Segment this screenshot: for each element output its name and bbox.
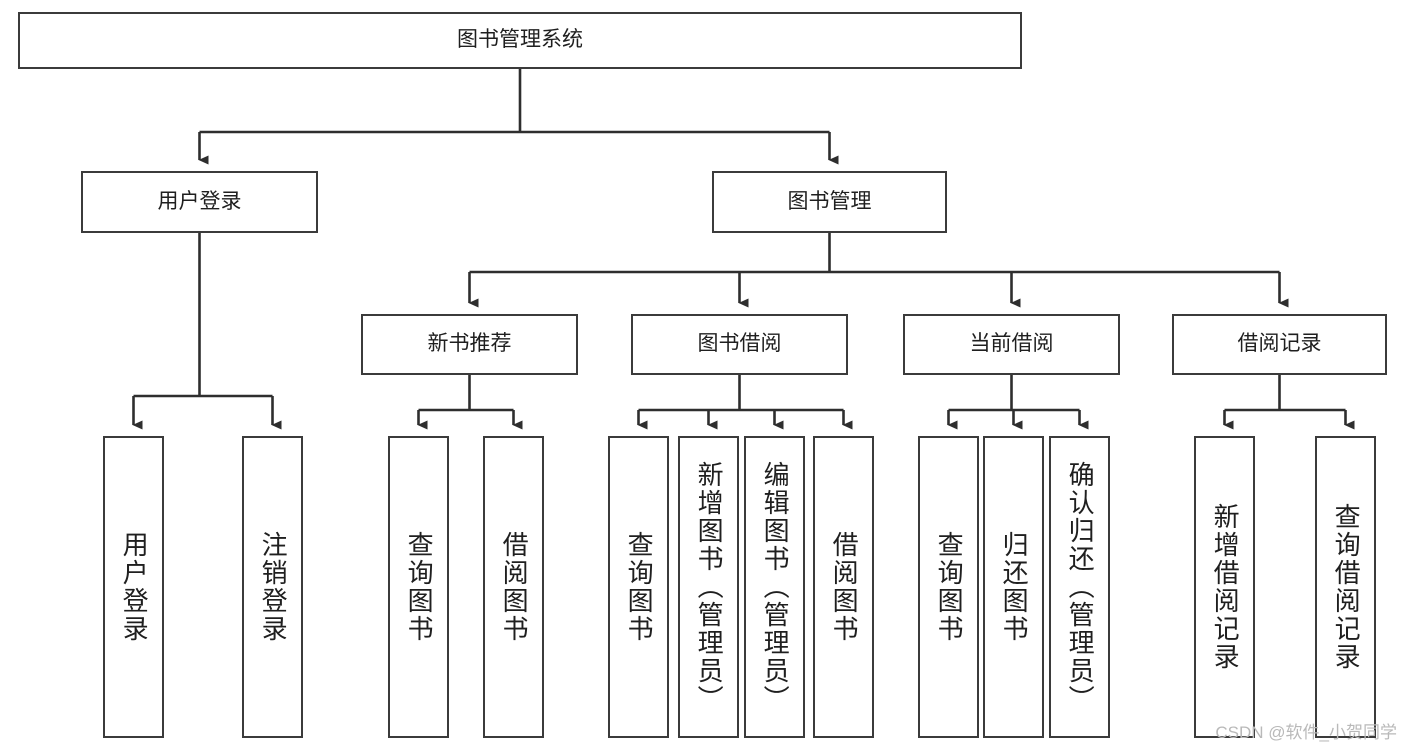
watermark-text: CSDN @软件_小贺同学 <box>1215 723 1397 742</box>
node-label-bb-borrow-book: 借阅图书 <box>829 531 860 643</box>
node-cb-return-book[interactable]: 归还图书 <box>983 436 1044 738</box>
node-label-current-borrow: 当前借阅 <box>969 332 1054 356</box>
node-user-login[interactable]: 用户登录 <box>81 171 318 233</box>
node-cb-confirm-return[interactable]: 确认归还（管理员） <box>1049 436 1110 738</box>
node-label-nbr-borrow-book: 借阅图书 <box>499 531 530 643</box>
node-label-nbr-query-book: 查询图书 <box>404 531 435 643</box>
node-label-br-query-record: 查询借阅记录 <box>1331 503 1362 671</box>
node-book-management[interactable]: 图书管理 <box>712 171 947 233</box>
node-label-cb-query-book: 查询图书 <box>934 531 965 643</box>
node-label-root: 图书管理系统 <box>457 28 583 52</box>
node-label-new-book-recommend: 新书推荐 <box>427 332 512 356</box>
node-label-cb-return-book: 归还图书 <box>999 531 1030 643</box>
node-logout-leaf[interactable]: 注销登录 <box>242 436 303 738</box>
node-label-logout-leaf: 注销登录 <box>258 531 289 643</box>
node-label-borrow-record: 借阅记录 <box>1237 332 1322 356</box>
node-nbr-borrow-book[interactable]: 借阅图书 <box>483 436 544 738</box>
node-bb-edit-book[interactable]: 编辑图书（管理员） <box>744 436 805 738</box>
node-label-book-borrow: 图书借阅 <box>697 332 782 356</box>
node-root[interactable]: 图书管理系统 <box>18 12 1022 69</box>
node-bb-borrow-book[interactable]: 借阅图书 <box>813 436 874 738</box>
node-br-query-record[interactable]: 查询借阅记录 <box>1315 436 1376 738</box>
node-book-borrow[interactable]: 图书借阅 <box>631 314 848 375</box>
node-br-add-record[interactable]: 新增借阅记录 <box>1194 436 1255 738</box>
node-label-book-management: 图书管理 <box>787 189 872 213</box>
node-label-user-login-leaf: 用户登录 <box>119 531 150 643</box>
node-label-bb-add-book: 新增图书（管理员） <box>694 461 725 713</box>
node-bb-add-book[interactable]: 新增图书（管理员） <box>678 436 739 738</box>
node-label-bb-query-book: 查询图书 <box>624 531 655 643</box>
node-cb-query-book[interactable]: 查询图书 <box>918 436 979 738</box>
node-current-borrow[interactable]: 当前借阅 <box>903 314 1120 375</box>
node-label-user-login: 用户登录 <box>157 189 242 213</box>
node-borrow-record[interactable]: 借阅记录 <box>1172 314 1387 375</box>
node-new-book-recommend[interactable]: 新书推荐 <box>361 314 578 375</box>
node-user-login-leaf[interactable]: 用户登录 <box>103 436 164 738</box>
node-nbr-query-book[interactable]: 查询图书 <box>388 436 449 738</box>
node-label-br-add-record: 新增借阅记录 <box>1210 503 1241 671</box>
node-label-bb-edit-book: 编辑图书（管理员） <box>760 461 791 713</box>
node-label-cb-confirm-return: 确认归还（管理员） <box>1065 461 1096 713</box>
node-bb-query-book[interactable]: 查询图书 <box>608 436 669 738</box>
